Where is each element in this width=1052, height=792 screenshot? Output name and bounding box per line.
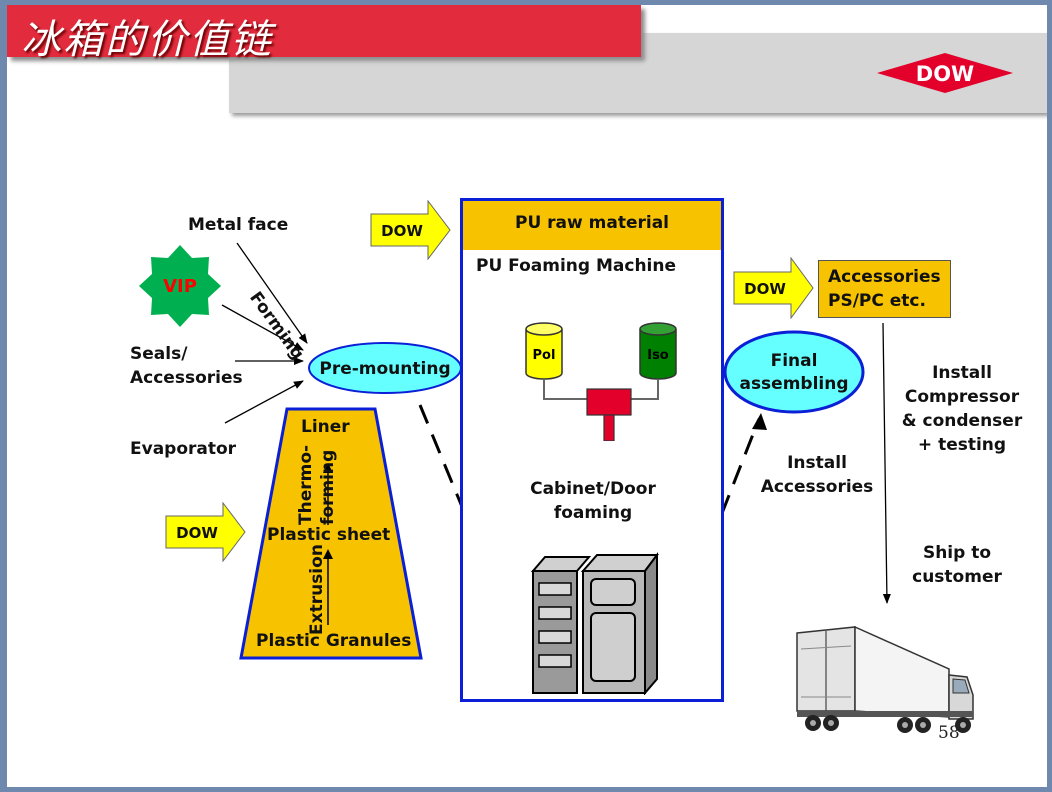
dow-arrow-liner: DOW	[165, 502, 246, 562]
svg-text:DOW: DOW	[381, 222, 423, 240]
ship-to-customer-label: Ship to customer	[912, 543, 1002, 587]
page-number: 58	[938, 723, 960, 743]
pour-nozzle	[603, 414, 615, 441]
plastic-sheet-label: Plastic sheet	[267, 525, 391, 545]
liner-label: Liner	[301, 417, 350, 437]
dow-logo-text: DOW	[916, 62, 974, 86]
svg-text:Pol: Pol	[533, 348, 556, 363]
dow-logo: DOW	[877, 53, 1013, 93]
dashed-arrowhead-up	[752, 413, 767, 430]
slide: 冰箱的价值链 DOW Metal face Forming VIP Seals/…	[7, 5, 1047, 787]
svg-text:assembling: assembling	[739, 374, 848, 394]
mixing-head	[586, 388, 632, 416]
metal-face-label: Metal face	[188, 215, 289, 235]
svg-text:DOW: DOW	[176, 524, 218, 542]
arrow-metal-face	[236, 242, 308, 344]
svg-text:DOW: DOW	[744, 280, 786, 298]
vip-star: VIP	[139, 245, 221, 327]
foaming-machine-diagram: Pol Iso	[525, 322, 677, 441]
refrigerator-cabinet-icon	[530, 552, 659, 695]
plastic-granules-label: Plastic Granules	[256, 631, 412, 651]
pu-raw-material-header: PU raw material	[463, 201, 721, 250]
final-assembling-ellipse: Final assembling	[723, 330, 865, 414]
install-compressor-label: Install Compressor & condenser + testing	[901, 363, 1023, 455]
delivery-truck-icon	[796, 625, 974, 733]
pre-mounting-label: Pre-mounting	[319, 359, 450, 379]
arrow-install-compressor	[882, 322, 891, 604]
svg-text:Iso: Iso	[647, 348, 669, 363]
accessories-ps-pc-box: Accessories PS/PC etc.	[818, 260, 951, 318]
vip-label: VIP	[163, 276, 197, 297]
iso-tank: Iso	[639, 322, 677, 380]
slide-title: 冰箱的价值链	[21, 17, 273, 63]
arrow-evaporator	[224, 380, 304, 424]
dow-arrow-pu: DOW	[370, 200, 451, 260]
arrow-vip	[221, 304, 304, 351]
pol-tank: Pol	[525, 322, 563, 380]
evaporator-label: Evaporator	[130, 439, 237, 459]
thermoforming-label: Thermo- forming	[296, 444, 338, 525]
liner-trapezoid	[239, 407, 423, 660]
svg-text:Final: Final	[771, 351, 818, 371]
title-banner	[7, 5, 641, 57]
extrusion-label: Extrusion	[307, 544, 327, 635]
cabinet-door-foaming-label: Cabinet/Door foaming	[530, 479, 656, 523]
pre-mounting-ellipse: Pre-mounting	[308, 342, 462, 394]
seals-label: Seals/ Accessories	[130, 344, 243, 388]
pu-foaming-machine-label: PU Foaming Machine	[476, 256, 677, 276]
dow-arrow-accessories: DOW	[733, 257, 814, 319]
install-accessories-label: Install Accessories	[760, 453, 874, 497]
